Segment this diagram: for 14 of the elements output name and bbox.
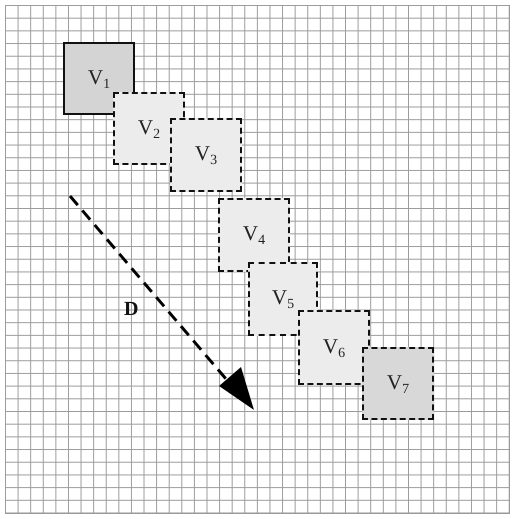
dashed-square [218, 198, 290, 272]
dashed-square [170, 118, 242, 192]
node-label: V$_{3}$ [194, 141, 218, 169]
dashed-square [362, 347, 434, 420]
node-label: V$_{5}$ [272, 285, 294, 313]
node-label: V$_{4}$ [242, 221, 266, 249]
dashed-square [298, 310, 370, 385]
dashed-square [248, 262, 318, 336]
node-label: V$_{2}$ [138, 114, 160, 142]
node-label: V$_{1}$ [88, 64, 110, 92]
solid-square [63, 42, 135, 115]
node-label: V$_{6}$ [322, 334, 346, 362]
node-label: V$_{7}$ [386, 370, 410, 398]
direction-label: D [124, 298, 138, 321]
